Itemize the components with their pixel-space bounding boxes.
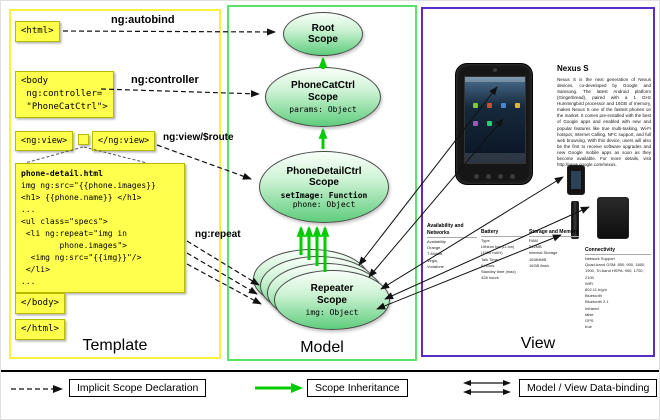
phonedetailctrl-scope-phone: phone: Object (292, 199, 356, 209)
phonecatctrl-scope-title: PhoneCatCtrl Scope (291, 80, 355, 103)
ng-controller-label: ng:controller (131, 74, 199, 86)
ng-view-route-label: ng:view/$route (163, 132, 234, 143)
inheritance-arrow-sample (255, 383, 303, 393)
ngview-open-tag: <ng:view> (15, 131, 74, 152)
legend-inheritance-label: Scope Inheritance (307, 379, 408, 397)
repeater-scope-ellipse: Repeater Scope img: Object (274, 270, 390, 330)
body-controller-tag: <body ng:controller= "PhoneCatCtrl"> (15, 71, 114, 119)
spec-header: Battery (481, 229, 525, 237)
phone-app-icon (473, 121, 478, 126)
code-title: phone-detail.html (21, 169, 103, 178)
repeater-scope-props: img: Object (305, 308, 359, 317)
phone-detail-code-box: phone-detail.html img ng:src="{{phone.im… (15, 163, 185, 293)
phonedetailctrl-scope-title: PhoneDetailCtrl Scope (286, 165, 362, 189)
spec-values: Network Support Quad-band GSM: 850, 900,… (585, 256, 646, 330)
product-description: Nexus S is the next generation of Nexus … (557, 77, 651, 167)
ng-repeat-label: ng:repeat (195, 229, 241, 240)
phone-app-icon (487, 121, 492, 126)
ngview-close-tag: </ng:view> (92, 131, 156, 152)
phonecatctrl-scope-ellipse: PhoneCatCtrl Scope params: Object (265, 67, 381, 127)
phonecatctrl-scope-props: params: Object (289, 105, 357, 114)
spec-header: Availability and Networks (427, 223, 477, 238)
phone-thumbnail-back (597, 197, 629, 239)
legend-implicit-label: Implicit Scope Declaration (69, 379, 207, 397)
spec-availability-column: Availability and Networks Availability O… (427, 223, 477, 270)
spec-battery-column: Battery Type Lithium Ion (Li-Ion) (1500 … (481, 229, 525, 281)
phone-nav-buttons (456, 174, 532, 179)
ngview-include-box (78, 134, 89, 145)
phone-statusbar (465, 77, 525, 82)
spec-values: RAM 512MB Internal Storage 16384MB 16GB … (529, 238, 558, 268)
repeater-scope-title: Repeater Scope (310, 283, 354, 306)
html-close-tag: </html> (15, 319, 65, 341)
implicit-arrow-sample (11, 385, 63, 393)
phone-app-icon (515, 103, 520, 108)
root-scope-ellipse: Root Scope (283, 12, 363, 56)
spec-connectivity-column: Connectivity Network Support Quad-band G… (585, 247, 651, 330)
spec-header: Storage and Memory (529, 229, 579, 237)
spec-values: Availability Orange, T-Mobile, Virgin, V… (427, 239, 446, 269)
phone-camera-dot (493, 68, 497, 72)
product-title: Nexus S (557, 64, 589, 73)
phone-image (455, 63, 533, 185)
phone-thumbnail-front (567, 165, 585, 195)
view-panel-label: View (520, 335, 556, 352)
model-panel-label: Model (300, 339, 344, 356)
phonedetailctrl-scope-setimage: setImage: Function (280, 190, 368, 200)
body-close-tag: </body> (15, 293, 65, 315)
code-lines: img ng:src="{{phone.images}} <h1> {{phon… (21, 181, 156, 286)
legend-databinding-label: Model / View Data-binding (519, 379, 658, 397)
phone-dock (465, 153, 525, 163)
phonedetailctrl-scope-ellipse: PhoneDetailCtrl Scope setImage: Function… (259, 151, 389, 223)
databinding-arrow-sample (463, 380, 511, 395)
phone-app-icon (501, 103, 506, 108)
html-open-tag: <html> (15, 21, 60, 43)
legend-separator (1, 370, 659, 372)
ng-autobind-label: ng:autobind (111, 14, 175, 26)
spec-header: Connectivity (585, 247, 651, 255)
root-scope-title: Root Scope (307, 22, 338, 46)
template-panel-label: Template (82, 337, 148, 354)
spec-storage-column: Storage and Memory RAM 512MB Internal St… (529, 229, 579, 269)
phone-app-icon (473, 103, 478, 108)
phone-app-icon (487, 103, 492, 108)
phone-screen (464, 76, 526, 164)
spec-values: Type Lithium Ion (Li-Ion) (1500 mAH) Tal… (481, 238, 516, 281)
